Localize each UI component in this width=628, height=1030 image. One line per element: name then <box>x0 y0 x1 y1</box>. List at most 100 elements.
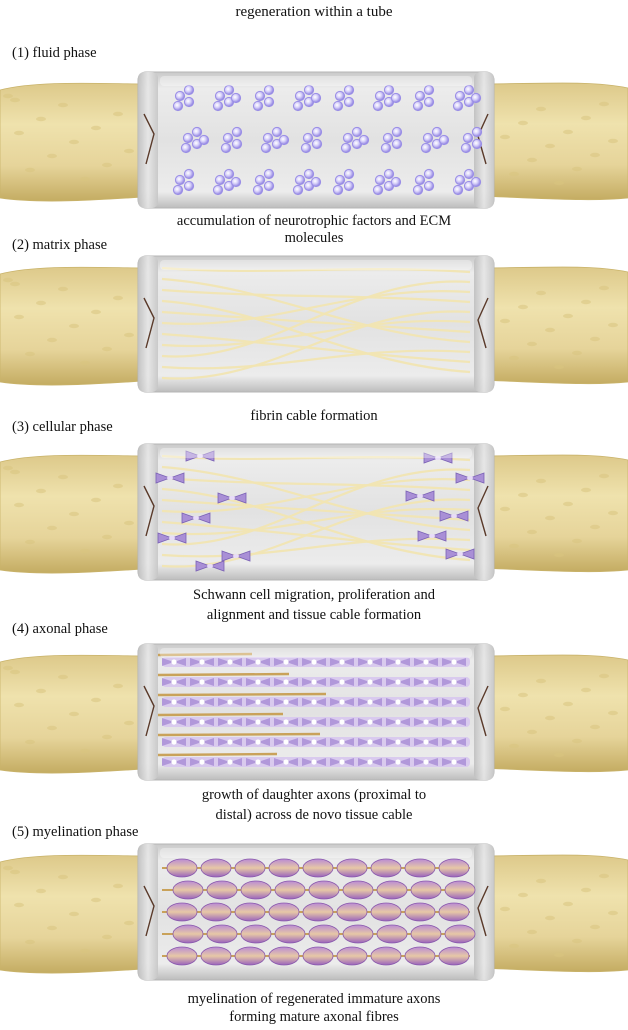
proximal-nerve-stump <box>0 267 158 385</box>
myelin-sheath <box>439 947 469 965</box>
neurotrophic-molecule <box>344 85 353 94</box>
neurotrophic-molecule <box>232 127 241 136</box>
phase-4-caption-line-2: distal) across de novo tissue cable <box>0 806 628 824</box>
proximal-nerve-stump <box>0 655 158 773</box>
tube-end-proximal <box>138 844 158 980</box>
myelin-sheath <box>371 903 401 921</box>
myelin-sheath <box>303 947 333 965</box>
neurotrophic-molecule <box>471 93 480 102</box>
daughter-axon <box>158 714 283 715</box>
myelin-sheath <box>201 947 231 965</box>
neurotrophic-molecule <box>461 143 470 152</box>
phase-1-illustration <box>0 72 628 208</box>
phase-4-caption-line-1: growth of daughter axons (proximal to <box>0 786 628 804</box>
myelin-sheath <box>371 947 401 965</box>
phase-3-illustration <box>0 444 628 580</box>
neurotrophic-molecule <box>333 185 342 194</box>
neurotrophic-molecule <box>312 139 321 148</box>
neurotrophic-molecule <box>264 181 273 190</box>
neurotrophic-molecule <box>392 127 401 136</box>
daughter-axon <box>158 754 277 755</box>
myelin-sheath <box>207 925 237 943</box>
tube-end-proximal <box>138 256 158 392</box>
neurotrophic-molecule <box>472 127 481 136</box>
myelin-sheath <box>343 881 373 899</box>
neurotrophic-molecule <box>455 175 464 184</box>
neurotrophic-molecule <box>312 127 321 136</box>
myelin-sheath <box>405 859 435 877</box>
neurotrophic-molecule <box>373 101 382 110</box>
neurotrophic-molecule <box>175 91 184 100</box>
tube-highlight <box>160 648 472 658</box>
myelin-sheath <box>337 859 367 877</box>
myelin-sheath <box>269 859 299 877</box>
neurotrophic-molecule <box>383 133 392 142</box>
phase-1-label: (1) fluid phase <box>12 44 97 62</box>
myelin-sheath <box>439 903 469 921</box>
myelin-sheath <box>343 925 373 943</box>
myelin-sheath <box>167 903 197 921</box>
neurotrophic-molecule <box>471 177 480 186</box>
neurotrophic-molecule <box>184 85 193 94</box>
neurotrophic-molecule <box>341 143 350 152</box>
neurotrophic-molecule <box>173 101 182 110</box>
myelin-sheath <box>173 881 203 899</box>
neurotrophic-molecule <box>415 91 424 100</box>
myelin-sheath <box>207 881 237 899</box>
tube-highlight <box>160 848 472 858</box>
myelin-sheath <box>303 903 333 921</box>
neurotrophic-molecule <box>344 169 353 178</box>
neurotrophic-molecule <box>423 133 432 142</box>
distal-nerve-stump <box>474 267 628 384</box>
neurotrophic-molecule <box>391 177 400 186</box>
neurotrophic-molecule <box>213 185 222 194</box>
neurotrophic-molecule <box>343 133 352 142</box>
tube-end-distal <box>474 444 494 580</box>
neurotrophic-molecule <box>255 175 264 184</box>
myelin-sheath <box>269 947 299 965</box>
myelin-sheath <box>275 925 305 943</box>
daughter-axon <box>158 694 326 695</box>
neurotrophic-molecule <box>221 143 230 152</box>
neurotrophic-molecule <box>352 127 361 136</box>
myelin-sheath <box>235 947 265 965</box>
neurotrophic-molecule <box>183 133 192 142</box>
myelin-sheath <box>439 859 469 877</box>
phase-4-illustration <box>0 644 628 780</box>
neurotrophic-molecule <box>391 93 400 102</box>
distal-nerve-stump <box>474 655 628 772</box>
proximal-nerve-stump <box>0 855 158 973</box>
neurotrophic-molecule <box>215 91 224 100</box>
neurotrophic-molecule <box>463 133 472 142</box>
neurotrophic-molecule <box>415 175 424 184</box>
neurotrophic-molecule <box>255 91 264 100</box>
neurotrophic-molecule <box>293 101 302 110</box>
neurotrophic-molecule <box>272 127 281 136</box>
myelin-sheath <box>173 925 203 943</box>
tube-highlight <box>160 448 472 458</box>
neurotrophic-molecule <box>392 139 401 148</box>
myelin-sheath <box>337 903 367 921</box>
phase-2-label: (2) matrix phase <box>12 236 107 254</box>
phase-1-caption-line-1: accumulation of neurotrophic factors and… <box>0 212 628 230</box>
neurotrophic-molecule <box>264 169 273 178</box>
neurotrophic-molecule <box>421 143 430 152</box>
myelin-sheath <box>241 925 271 943</box>
phase-3-caption-line-1: Schwann cell migration, proliferation an… <box>0 586 628 604</box>
figure-title: regeneration within a tube <box>0 3 628 21</box>
neurotrophic-molecule <box>173 185 182 194</box>
neurotrophic-molecule <box>184 97 193 106</box>
phase-5-label: (5) myelination phase <box>12 823 138 841</box>
phase-5-caption-line-2: forming mature axonal fibres <box>0 1008 628 1026</box>
neurotrophic-molecule <box>335 91 344 100</box>
neurotrophic-molecule <box>213 101 222 110</box>
neurotrophic-molecule <box>304 85 313 94</box>
neurotrophic-molecule <box>472 139 481 148</box>
neurotrophic-molecule <box>192 127 201 136</box>
neurotrophic-molecule <box>381 143 390 152</box>
distal-nerve-stump <box>474 855 628 972</box>
neurotrophic-molecule <box>295 175 304 184</box>
myelin-sheath <box>411 881 441 899</box>
proximal-nerve-stump <box>0 83 158 201</box>
